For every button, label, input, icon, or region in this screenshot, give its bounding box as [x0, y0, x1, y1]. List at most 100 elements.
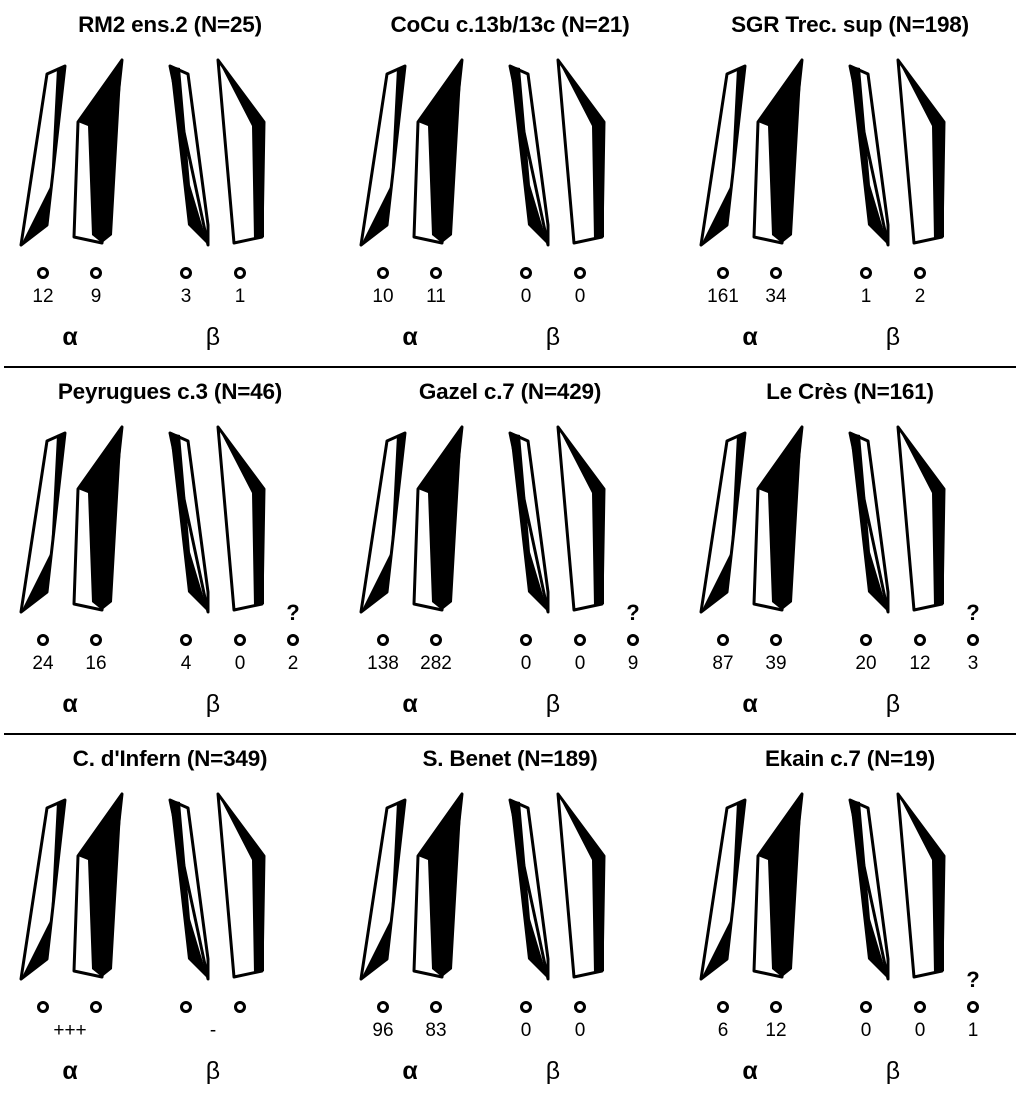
- count-value: 34: [746, 286, 806, 308]
- count-value: 1: [836, 286, 896, 308]
- chromatid-b1: [510, 66, 548, 245]
- centromere-marker: [967, 1001, 979, 1013]
- unknown-count: 9: [603, 653, 663, 675]
- centromere-marker: [377, 1001, 389, 1013]
- beta-group-label: β: [183, 323, 243, 352]
- centromere-marker: [574, 1001, 586, 1013]
- centromere-marker: [627, 634, 639, 646]
- unknown-marker-label: ?: [958, 967, 988, 993]
- count-value: 12: [13, 286, 73, 308]
- chromatid-a2: [414, 427, 462, 610]
- count-value: 10: [353, 286, 413, 308]
- chromatid-a2: [74, 794, 122, 977]
- beta-group-label: β: [523, 690, 583, 719]
- chromatid-b2: [898, 794, 944, 977]
- centromere-marker: [574, 634, 586, 646]
- chromatid-a1: [21, 800, 65, 979]
- count-value: 0: [210, 653, 270, 675]
- centromere-marker: [90, 634, 102, 646]
- chromatid-b2: [218, 60, 264, 243]
- chromatid-a1: [701, 800, 745, 979]
- centromere-marker: [860, 634, 872, 646]
- count-value: 87: [693, 653, 753, 675]
- unknown-marker-label: ?: [958, 600, 988, 626]
- centromere-marker: [234, 634, 246, 646]
- beta-group-label: β: [183, 690, 243, 719]
- count-value: 9: [66, 286, 126, 308]
- centromere-marker: [37, 1001, 49, 1013]
- centromere-marker: [90, 267, 102, 279]
- alpha-group-label: α: [720, 1057, 780, 1086]
- count-value: 0: [496, 653, 556, 675]
- alpha-group-label: α: [40, 323, 100, 352]
- alpha-group-label: α: [380, 690, 440, 719]
- centromere-marker: [430, 1001, 442, 1013]
- chromatid-a1: [361, 66, 405, 245]
- beta-group-label: β: [523, 1057, 583, 1086]
- chromatid-diagram: [340, 0, 680, 367]
- beta-group-label: β: [863, 690, 923, 719]
- chromatid-b1: [170, 66, 208, 245]
- chromatid-a2: [414, 60, 462, 243]
- beta-group-label: β: [183, 1057, 243, 1086]
- centromere-marker: [574, 267, 586, 279]
- chromatid-a2: [754, 427, 802, 610]
- chromatid-b1: [170, 800, 208, 979]
- alpha-group-label: α: [40, 690, 100, 719]
- site-panel: Le Crès (N=161)87392012?3αβ: [680, 367, 1020, 734]
- centromere-marker: [860, 1001, 872, 1013]
- chromatid-diagram: [340, 734, 680, 1101]
- centromere-marker: [914, 267, 926, 279]
- centromere-marker: [377, 634, 389, 646]
- count-value: 138: [353, 653, 413, 675]
- count-value: 0: [550, 653, 610, 675]
- count-value: 3: [156, 286, 216, 308]
- chromatid-b2: [898, 427, 944, 610]
- alpha-group-label: α: [720, 690, 780, 719]
- unknown-marker-label: ?: [618, 600, 648, 626]
- centromere-marker: [37, 634, 49, 646]
- chromatid-diagram: [680, 0, 1020, 367]
- centromere-marker: [717, 267, 729, 279]
- alpha-group-label: α: [380, 1057, 440, 1086]
- centromere-marker: [967, 634, 979, 646]
- beta-group-label: β: [863, 1057, 923, 1086]
- count-value: 0: [496, 286, 556, 308]
- chromatid-diagram: [680, 734, 1020, 1101]
- alpha-group-label: α: [40, 1057, 100, 1086]
- centromere-marker: [914, 634, 926, 646]
- centromere-marker: [180, 267, 192, 279]
- centromere-marker: [37, 267, 49, 279]
- chromatid-b1: [510, 433, 548, 612]
- chromatid-b2: [558, 60, 604, 243]
- chromatid-b2: [898, 60, 944, 243]
- count-value: +++: [40, 1020, 100, 1042]
- centromere-marker: [430, 267, 442, 279]
- centromere-marker: [90, 1001, 102, 1013]
- count-value: 16: [66, 653, 126, 675]
- count-value: 282: [406, 653, 466, 675]
- chromatid-b1: [170, 433, 208, 612]
- unknown-count: 1: [943, 1020, 1003, 1042]
- chromatid-a2: [414, 794, 462, 977]
- centromere-marker: [234, 1001, 246, 1013]
- chromatid-diagram: [680, 367, 1020, 734]
- chromatid-b2: [558, 794, 604, 977]
- chromatid-a1: [361, 433, 405, 612]
- centromere-marker: [914, 1001, 926, 1013]
- chromatid-b2: [558, 427, 604, 610]
- chromatid-a2: [754, 60, 802, 243]
- centromere-marker: [520, 1001, 532, 1013]
- unknown-marker-label: ?: [278, 600, 308, 626]
- count-value: 12: [890, 653, 950, 675]
- count-value: 1: [210, 286, 270, 308]
- alpha-group-label: α: [720, 323, 780, 352]
